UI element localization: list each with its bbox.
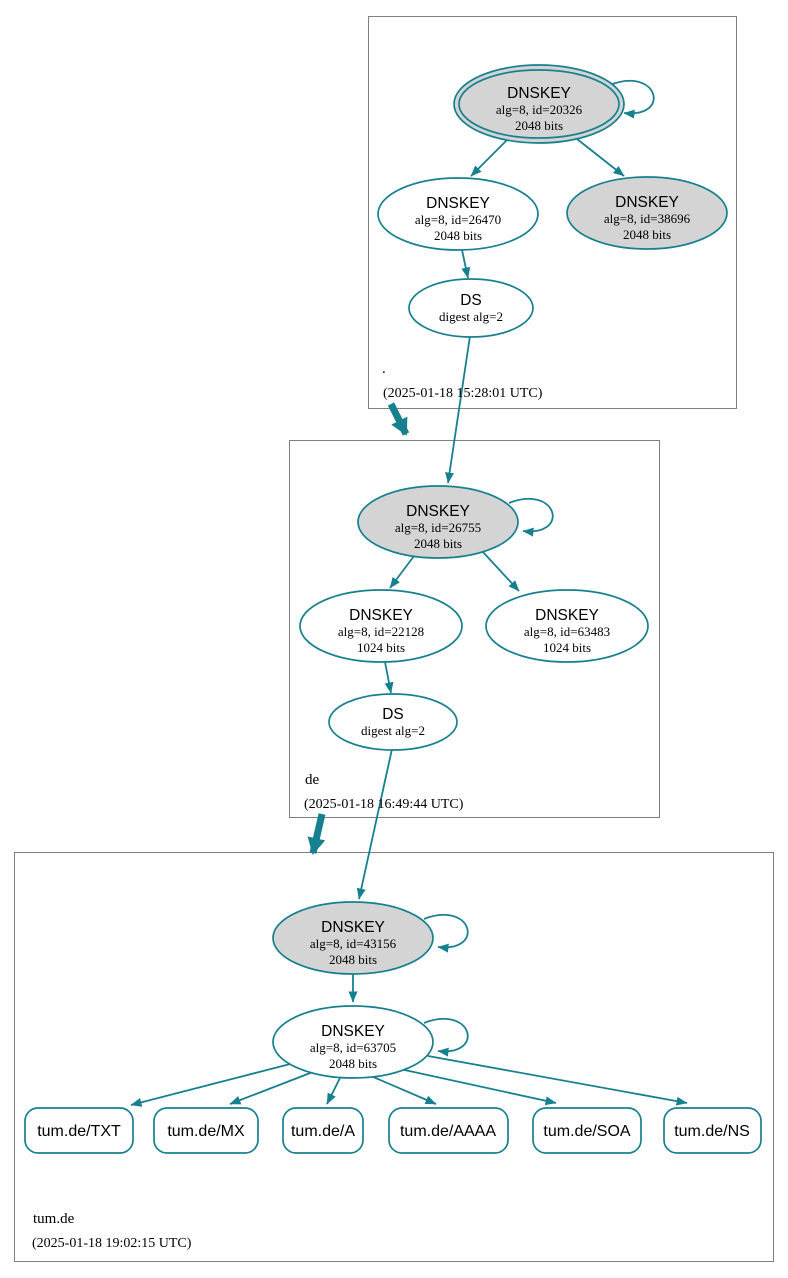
root-ksk-self-loop-edge xyxy=(609,79,655,119)
rrset-tum-de-aaaa-label: tum.de/AAAA xyxy=(400,1123,496,1140)
de-ksk-to-zsk-edge xyxy=(389,555,415,589)
rrset-tum-de-ns-label: tum.de/NS xyxy=(674,1123,750,1140)
rrset-tum-de-a-label: tum.de/A xyxy=(291,1123,355,1140)
rrset-tum-de-ns[interactable]: tum.de/NS xyxy=(663,1107,762,1154)
tumde-zsk-to-txt-edge xyxy=(130,1061,299,1107)
tumde-zone-name: tum.de xyxy=(33,1211,75,1227)
root-zsk-title: DNSKEY xyxy=(426,195,490,212)
zone-box-tum-de xyxy=(14,852,774,1262)
de-ds-node[interactable]: DS digest alg=2 xyxy=(328,693,458,751)
tumde-zsk-dnskey-node[interactable]: DNSKEY alg=8, id=63705 2048 bits xyxy=(272,1005,434,1079)
de-ksk-title: DNSKEY xyxy=(406,503,470,520)
rrset-tum-de-txt[interactable]: tum.de/TXT xyxy=(24,1107,134,1154)
de-zsk-dnskey-node[interactable]: DNSKEY alg=8, id=22128 1024 bits xyxy=(299,589,463,663)
de-key3-bits: 1024 bits xyxy=(543,640,591,655)
root-ds-to-de-ksk-edge xyxy=(445,335,471,484)
root-zone-timestamp: (2025-01-18 15:28:01 UTC) xyxy=(383,386,543,401)
de-ksk-to-key3-edge xyxy=(481,550,520,592)
rrset-tum-de-soa-label: tum.de/SOA xyxy=(543,1123,630,1140)
tumde-zsk-self-loop-edge xyxy=(423,1017,469,1057)
tumde-ksk-self-loop-edge xyxy=(423,913,469,953)
root-zsk-dnskey-node[interactable]: DNSKEY alg=8, id=26470 2048 bits xyxy=(377,177,539,251)
de-ds-alg: digest alg=2 xyxy=(361,723,425,738)
tumde-zsk-to-soa-edge xyxy=(399,1068,557,1106)
root-ds-alg: digest alg=2 xyxy=(439,309,503,324)
tumde-ksk-title: DNSKEY xyxy=(321,919,385,936)
tumde-zsk-to-mx-edge xyxy=(229,1069,319,1105)
de-ksk-self-loop-edge xyxy=(508,497,554,537)
de-key3-dnskey-node[interactable]: DNSKEY alg=8, id=63483 1024 bits xyxy=(485,589,649,663)
root-ksk-dnskey-node[interactable]: DNSKEY alg=8, id=20326 2048 bits xyxy=(453,64,625,144)
de-ksk-dnskey-node[interactable]: DNSKEY alg=8, id=26755 2048 bits xyxy=(357,485,519,559)
de-key3-alg: alg=8, id=63483 xyxy=(524,624,610,639)
de-ds-to-tumde-ksk-edge xyxy=(356,748,393,900)
de-key3-title: DNSKEY xyxy=(535,607,599,624)
root-ksk-title: DNSKEY xyxy=(507,85,571,102)
rrset-tum-de-soa[interactable]: tum.de/SOA xyxy=(532,1107,642,1154)
de-zsk-to-ds-edge xyxy=(384,661,394,694)
tumde-ksk-bits: 2048 bits xyxy=(329,952,377,967)
root-ksk-alg: alg=8, id=20326 xyxy=(496,102,583,117)
tumde-zsk-bits: 2048 bits xyxy=(329,1056,377,1071)
tumde-zone-timestamp: (2025-01-18 19:02:15 UTC) xyxy=(32,1236,192,1251)
tumde-ksk-alg: alg=8, id=43156 xyxy=(310,936,397,951)
tumde-zsk-title: DNSKEY xyxy=(321,1023,385,1040)
zone-box-de xyxy=(289,440,660,818)
zone-box-root xyxy=(368,16,737,409)
root-ds-node[interactable]: DS digest alg=2 xyxy=(408,278,534,338)
de-ksk-bits: 2048 bits xyxy=(414,536,462,551)
de-to-tumde-delegation-arrow xyxy=(307,813,326,855)
root-to-de-delegation-arrow xyxy=(387,402,410,436)
de-ksk-alg: alg=8, id=26755 xyxy=(395,520,481,535)
root-zone-name: . xyxy=(382,361,386,377)
rrset-tum-de-txt-label: tum.de/TXT xyxy=(37,1123,121,1140)
rrset-tum-de-a[interactable]: tum.de/A xyxy=(282,1107,364,1154)
root-zsk-to-ds-edge xyxy=(461,249,471,279)
de-zsk-bits: 1024 bits xyxy=(357,640,405,655)
de-ds-title: DS xyxy=(382,706,404,723)
de-zsk-title: DNSKEY xyxy=(349,607,413,624)
de-zone-timestamp: (2025-01-18 16:49:44 UTC) xyxy=(304,797,464,812)
root-ksk-bits: 2048 bits xyxy=(515,118,563,133)
rrset-tum-de-mx-label: tum.de/MX xyxy=(167,1123,245,1140)
rrset-tum-de-mx[interactable]: tum.de/MX xyxy=(153,1107,259,1154)
root-ksk-to-key3-edge xyxy=(576,138,625,177)
root-key3-title: DNSKEY xyxy=(615,194,679,211)
root-zsk-bits: 2048 bits xyxy=(434,228,482,243)
de-zsk-alg: alg=8, id=22128 xyxy=(338,624,424,639)
de-zone-name: de xyxy=(305,772,320,788)
rrset-tum-de-aaaa[interactable]: tum.de/AAAA xyxy=(388,1107,509,1154)
tumde-zsk-to-a-edge xyxy=(326,1075,342,1105)
tumde-ksk-dnskey-node[interactable]: DNSKEY alg=8, id=43156 2048 bits xyxy=(272,901,434,975)
tumde-zsk-alg: alg=8, id=63705 xyxy=(310,1040,396,1055)
root-ds-title: DS xyxy=(460,292,482,309)
root-zsk-alg: alg=8, id=26470 xyxy=(415,212,501,227)
tumde-zsk-to-aaaa-edge xyxy=(370,1075,437,1105)
root-key3-alg: alg=8, id=38696 xyxy=(604,211,691,226)
root-key3-dnskey-node[interactable]: DNSKEY alg=8, id=38696 2048 bits xyxy=(566,176,728,250)
root-key3-bits: 2048 bits xyxy=(623,227,671,242)
root-ksk-to-zsk-edge xyxy=(470,139,508,177)
tumde-zsk-to-ns-edge xyxy=(427,1055,688,1106)
